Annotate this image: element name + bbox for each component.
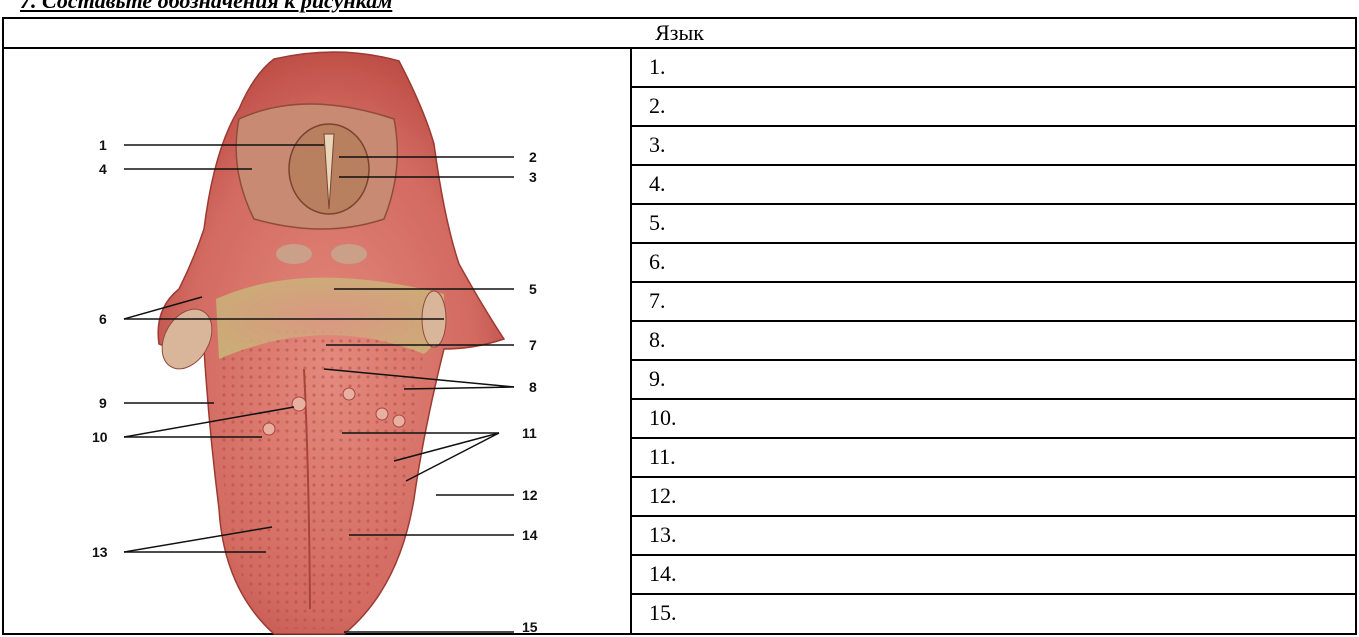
answer-row[interactable]: 4. — [632, 166, 1357, 205]
figure-label: 9 — [99, 395, 107, 411]
answer-row[interactable]: 12. — [632, 478, 1357, 517]
figure-label: 15 — [522, 619, 538, 635]
section-heading-text: 7. Составьте обозначения к рисункам — [20, 0, 392, 14]
answer-row[interactable]: 15. — [632, 595, 1357, 634]
figure-label: 12 — [522, 487, 538, 503]
figure-label: 6 — [99, 311, 107, 327]
right-labels: 2 3 5 7 8 11 12 14 15 — [522, 149, 538, 635]
figure-label: 7 — [529, 337, 537, 353]
section-heading: 7. Составьте обозначения к рисункам — [20, 0, 620, 16]
tongue-body-shape — [152, 52, 504, 634]
figure-label: 10 — [92, 429, 108, 445]
answer-column: 1. 2. 3. 4. 5. 6. 7. 8. 9. 10. 11. 12. 1… — [632, 49, 1357, 635]
figure-label: 14 — [522, 527, 538, 543]
answer-row[interactable]: 2. — [632, 88, 1357, 127]
answer-row[interactable]: 11. — [632, 439, 1357, 478]
answer-row[interactable]: 5. — [632, 205, 1357, 244]
answer-row[interactable]: 3. — [632, 127, 1357, 166]
answer-row[interactable]: 8. — [632, 322, 1357, 361]
tongue-worksheet-table: Язык — [2, 17, 1357, 635]
answer-row[interactable]: 10. — [632, 400, 1357, 439]
left-labels: 1 4 6 9 10 13 — [92, 137, 108, 560]
answer-row[interactable]: 7. — [632, 283, 1357, 322]
answer-row[interactable]: 6. — [632, 244, 1357, 283]
figure-label: 8 — [529, 379, 537, 395]
answer-row[interactable]: 14. — [632, 556, 1357, 595]
figure-label: 3 — [529, 169, 537, 185]
figure-label: 4 — [99, 161, 107, 177]
answer-row[interactable]: 9. — [632, 361, 1357, 400]
figure-label: 13 — [92, 544, 108, 560]
figure-label: 11 — [522, 425, 537, 441]
answer-row[interactable]: 1. — [632, 49, 1357, 88]
tongue-figure-cell: 1 4 6 9 10 13 2 3 5 7 8 11 12 14 15 — [4, 49, 632, 635]
figure-label: 2 — [529, 149, 537, 165]
table-title: Язык — [4, 19, 1355, 49]
figure-label: 1 — [99, 137, 107, 153]
tongue-anatomy-illustration: 1 4 6 9 10 13 2 3 5 7 8 11 12 14 15 — [4, 49, 630, 635]
answer-row[interactable]: 13. — [632, 517, 1357, 556]
figure-label: 5 — [529, 281, 537, 297]
